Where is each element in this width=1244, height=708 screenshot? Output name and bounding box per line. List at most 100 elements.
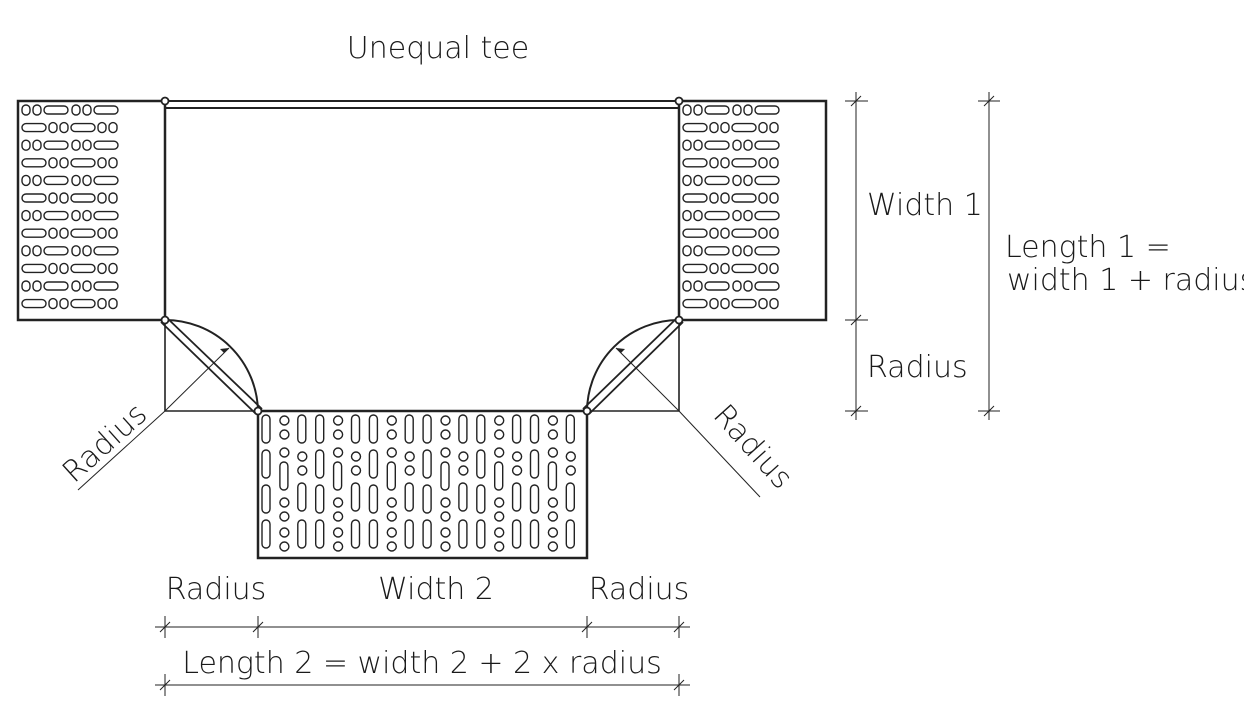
perforation-slot <box>494 527 505 538</box>
perforation-slot <box>71 280 81 292</box>
perforation-slot <box>350 482 361 512</box>
perforation-slot <box>21 174 31 187</box>
perforation-slot <box>97 121 107 134</box>
perforation-slot <box>743 209 753 222</box>
perforation-slot <box>82 139 92 151</box>
perforation-slot <box>108 157 118 169</box>
perforation-slot <box>332 415 344 426</box>
length2-dimension <box>155 674 690 696</box>
perforation-slot <box>332 541 344 552</box>
length1-label-line1: Length 1 = <box>1005 230 1171 265</box>
perforation-slot <box>731 263 757 274</box>
perforation-slot <box>279 461 289 491</box>
width1-label: Width 1 <box>867 188 983 223</box>
perforation-slot <box>720 262 730 275</box>
perforation-slot <box>32 139 42 151</box>
perforation-slot <box>97 297 107 310</box>
perforation-slot <box>682 122 708 133</box>
perforation-slot <box>261 414 271 444</box>
perforation-slot <box>458 465 469 476</box>
perforation-slot <box>547 497 559 508</box>
perforation-slot <box>71 245 81 257</box>
perforation-slot <box>458 414 468 444</box>
perforation-slot <box>458 519 468 549</box>
perforation-slot <box>494 461 504 491</box>
perforation-slot <box>21 158 47 168</box>
radius-bottom-left-label: Radius <box>166 572 267 607</box>
perforation-slot <box>279 447 290 458</box>
perforation-slot <box>682 104 692 116</box>
perforation-slot <box>332 497 344 508</box>
perforation-slot <box>279 511 290 522</box>
right-tray-section <box>677 99 828 322</box>
perforation-slot <box>48 227 58 239</box>
perforation-slot <box>758 157 768 169</box>
perforation-slot <box>769 297 779 310</box>
perforation-slot <box>511 519 522 549</box>
perforation-slot <box>108 297 118 310</box>
perforation-slot <box>422 484 432 514</box>
perforation-slot <box>350 519 361 549</box>
perforation-slot <box>93 175 119 186</box>
perforation-slot <box>693 139 703 151</box>
perforation-slot <box>108 121 118 134</box>
perforation-slot <box>70 228 96 238</box>
perforation-slot <box>547 415 559 426</box>
perforation-slot <box>386 447 397 458</box>
perforation-slot <box>279 541 290 552</box>
perforation-slot <box>547 461 558 491</box>
perforation-slot <box>743 104 753 116</box>
perforation-slot <box>350 451 362 462</box>
perforation-slot <box>440 541 451 552</box>
perforation-slot <box>70 263 96 274</box>
perforation-slot <box>97 262 107 275</box>
perforation-slot <box>529 484 540 514</box>
perforation-slot <box>732 174 742 187</box>
perforation-slot <box>82 104 92 116</box>
perforation-slot <box>32 104 42 116</box>
perforation-slot <box>743 174 753 187</box>
perforation-slot <box>720 157 730 169</box>
radius-vertical-label: Radius <box>867 350 968 385</box>
perforation-slot <box>43 175 69 186</box>
perforation-slot <box>21 193 47 203</box>
perforation-slot <box>529 449 540 479</box>
perforation-slot <box>70 193 96 203</box>
perforation-slot <box>279 527 290 538</box>
perforation-slot <box>59 227 69 239</box>
perforation-slot <box>315 449 325 479</box>
perforation-slot <box>82 174 92 187</box>
perforation-slot <box>108 227 118 239</box>
perforation-slot <box>458 482 468 512</box>
perforation-slot <box>315 484 325 514</box>
perforation-slot <box>332 447 344 458</box>
perforation-slot <box>82 209 92 222</box>
perforation-slot <box>732 209 742 222</box>
perforation-slot <box>693 174 703 187</box>
perforation-slot <box>368 414 379 444</box>
perforation-slot <box>70 122 96 133</box>
left-bend <box>77 315 263 491</box>
perforation-slot <box>386 541 397 552</box>
perforation-slot <box>43 281 69 291</box>
perforation-slot <box>769 192 779 204</box>
width1-radius-dimension <box>845 92 868 420</box>
perforation-slot <box>529 519 540 549</box>
perforation-slot <box>547 429 559 440</box>
perforation-slot <box>404 451 415 462</box>
perforation-slot <box>21 280 31 292</box>
perforation-slot <box>97 227 107 239</box>
perforation-slot <box>386 461 396 491</box>
perforation-slot <box>315 519 325 549</box>
top-rail <box>160 96 684 109</box>
perforation-slot <box>693 104 703 116</box>
perforation-slot <box>386 429 397 440</box>
perforation-slot <box>758 297 768 310</box>
perforation-slot <box>440 429 451 440</box>
perforation-slot <box>315 414 325 444</box>
perforation-slot <box>279 429 290 440</box>
perforation-slot <box>70 158 96 168</box>
perforation-slot <box>682 209 692 222</box>
perforation-slot <box>21 209 31 222</box>
perforation-slot <box>709 262 719 275</box>
